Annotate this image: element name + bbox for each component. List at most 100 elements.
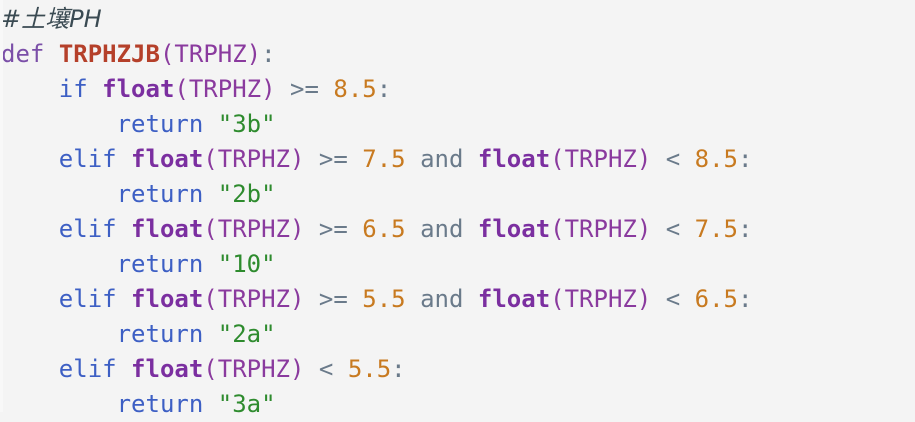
code-token-punct: ) <box>290 355 305 383</box>
code-token-punct: ( <box>159 40 175 68</box>
code-line: return "2b" <box>0 177 915 212</box>
code-token-operator: >= <box>318 285 348 313</box>
code-token-punct: ) <box>246 40 262 68</box>
code-line: #土壤PH <box>0 2 915 37</box>
code-token-plain <box>304 285 318 313</box>
code-token-operator: : <box>738 285 753 313</box>
code-token-plain <box>348 145 362 173</box>
code-token-operator: : <box>738 145 753 173</box>
code-token-punct: ( <box>550 285 565 313</box>
code-token-plain <box>651 145 665 173</box>
code-token-punct: ( <box>550 215 565 243</box>
code-token-plain <box>304 215 318 243</box>
code-token-builtin: float <box>131 355 204 383</box>
code-token-plain <box>651 285 665 313</box>
code-line: return "3a" <box>0 387 915 422</box>
code-token-punct: ( <box>203 285 218 313</box>
code-token-number: 6.5 <box>694 285 739 313</box>
code-token-punct: ( <box>203 355 218 383</box>
code-token-builtin: float <box>477 215 551 243</box>
code-token-name: TRPHZ <box>217 355 290 383</box>
code-token-string: "2b" <box>217 180 276 208</box>
code-token-operator: and <box>420 145 464 173</box>
code-token-operator: >= <box>318 145 348 173</box>
code-token-plain <box>348 285 362 313</box>
code-token-number: 6.5 <box>362 215 406 243</box>
code-token-plain <box>680 145 694 173</box>
code-token-plain <box>117 215 131 243</box>
code-token-punct: ) <box>261 75 276 103</box>
code-token-number: 7.5 <box>362 145 406 173</box>
code-line: elif float(TRPHZ) >= 6.5 and float(TRPHZ… <box>0 212 915 247</box>
code-indent <box>1 250 117 278</box>
code-token-builtin: float <box>477 285 551 313</box>
code-token-operator: and <box>420 215 464 243</box>
code-token-string: "2a" <box>217 320 276 348</box>
code-token-keyword: return <box>116 320 204 348</box>
code-token-plain <box>651 215 665 243</box>
code-token-keyword: elif <box>58 145 117 173</box>
code-token-punct: ( <box>550 145 565 173</box>
code-token-name: TRPHZ <box>217 285 290 313</box>
code-line: elif float(TRPHZ) < 5.5: <box>0 352 915 387</box>
code-token-plain <box>406 145 420 173</box>
code-token-plain <box>406 215 420 243</box>
code-token-keyword: return <box>116 110 204 138</box>
code-token-name: TRPHZ <box>174 40 247 68</box>
code-indent <box>1 75 59 103</box>
code-token-operator: : <box>261 40 276 68</box>
code-token-punct: ) <box>290 215 305 243</box>
code-token-keyword: return <box>116 180 204 208</box>
code-token-string: "3a" <box>217 390 276 418</box>
code-token-punct: ( <box>203 145 218 173</box>
code-token-plain <box>333 355 347 383</box>
code-token-plain <box>406 285 420 313</box>
code-token-plain <box>117 355 131 383</box>
code-token-operator: : <box>376 75 392 103</box>
code-token-number: 8.5 <box>333 75 377 103</box>
code-token-punct: ) <box>636 285 652 313</box>
code-token-keyword: return <box>116 250 204 278</box>
code-indent <box>1 215 59 243</box>
code-token-plain <box>203 320 217 348</box>
code-token-function-name: TRPHZJB <box>58 40 160 68</box>
code-token-operator: : <box>391 355 406 383</box>
code-token-plain <box>117 285 131 313</box>
code-token-plain <box>276 75 290 103</box>
code-token-builtin: float <box>131 215 204 243</box>
code-indent <box>1 180 117 208</box>
code-token-def-keyword: def <box>1 40 45 68</box>
code-token-keyword: elif <box>58 285 117 313</box>
code-token-name: TRPHZ <box>217 145 290 173</box>
code-token-plain <box>463 215 477 243</box>
code-token-punct: ( <box>174 75 189 103</box>
code-token-builtin: float <box>477 145 551 173</box>
code-token-punct: ) <box>636 215 652 243</box>
code-line: return "3b" <box>0 107 915 142</box>
code-token-number: 5.5 <box>347 355 392 383</box>
code-token-plain <box>203 250 217 278</box>
code-token-name: TRPHZ <box>217 215 290 243</box>
code-token-string: "10" <box>217 250 276 278</box>
code-line: elif float(TRPHZ) >= 7.5 and float(TRPHZ… <box>0 142 915 177</box>
code-token-builtin: float <box>131 145 204 173</box>
code-token-plain <box>203 390 217 418</box>
code-token-plain <box>680 215 694 243</box>
code-line: elif float(TRPHZ) >= 5.5 and float(TRPHZ… <box>0 282 915 317</box>
code-indent <box>1 355 59 383</box>
code-token-keyword: if <box>58 75 88 103</box>
code-token-operator: < <box>665 145 681 173</box>
code-token-builtin: float <box>102 75 175 103</box>
code-token-plain <box>463 145 477 173</box>
code-token-operator: >= <box>318 215 348 243</box>
code-token-plain <box>304 355 318 383</box>
code-token-operator: < <box>318 355 334 383</box>
code-token-name: TRPHZ <box>564 145 637 173</box>
code-token-plain <box>304 145 318 173</box>
code-token-operator: < <box>665 285 681 313</box>
code-line: return "2a" <box>0 317 915 352</box>
code-token-plain <box>348 215 362 243</box>
code-indent <box>1 320 117 348</box>
code-line: if float(TRPHZ) >= 8.5: <box>0 72 915 107</box>
